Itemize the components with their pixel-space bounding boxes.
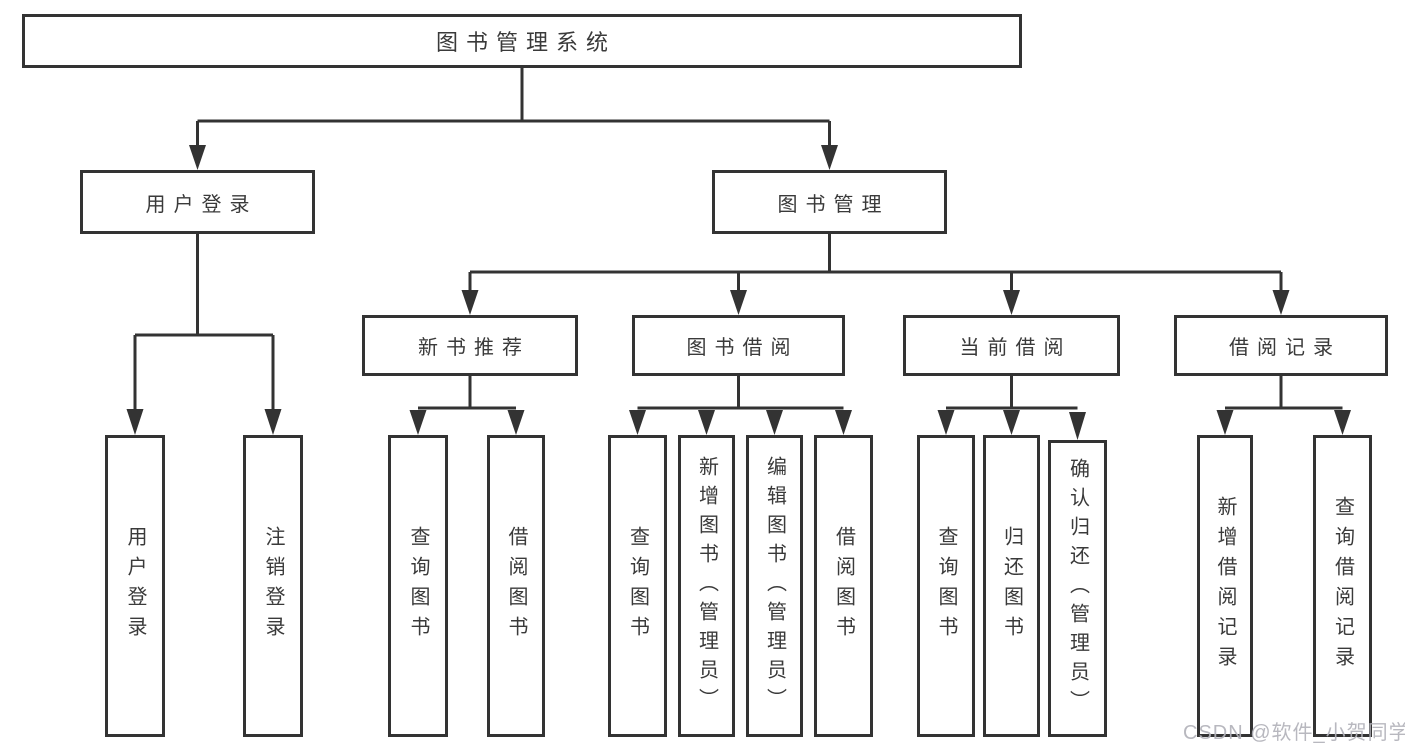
leaf-borrow-borrow-books: 借阅图书 <box>814 435 873 737</box>
leaf-logout-login: 注销登录 <box>243 435 303 737</box>
arrowhead-icons <box>126 145 1351 440</box>
leaf-current-query-books: 查询图书 <box>917 435 975 737</box>
leaf-borrow-add-books-admin: 新增图书（管理员） <box>678 435 735 737</box>
node-label: 新书推荐 <box>418 337 530 359</box>
node-label: 借阅图书 <box>832 526 855 646</box>
node-root: 图书管理系统 <box>22 14 1022 68</box>
node-label: 确认归还（管理员） <box>1066 458 1089 719</box>
node-book-borrow: 图书借阅 <box>632 315 845 376</box>
node-label: 编辑图书（管理员） <box>763 455 786 717</box>
leaf-current-confirm-return-admin: 确认归还（管理员） <box>1048 440 1107 737</box>
node-user-login: 用户登录 <box>80 170 315 234</box>
node-label: 查询图书 <box>935 526 957 646</box>
node-label: 查询图书 <box>626 526 649 646</box>
node-label: 图书借阅 <box>686 337 799 359</box>
leaf-user-login: 用户登录 <box>105 435 165 737</box>
node-label: 注销登录 <box>262 526 284 646</box>
node-label: 归还图书 <box>1000 526 1023 646</box>
node-label: 借阅图书 <box>505 526 527 646</box>
leaf-borrow-query-books: 查询图书 <box>608 435 667 737</box>
node-borrow-records: 借阅记录 <box>1174 315 1388 376</box>
node-label: 图书管理系统 <box>435 30 616 55</box>
node-book-management: 图书管理 <box>712 170 947 234</box>
leaf-records-add-record: 新增借阅记录 <box>1197 435 1253 737</box>
node-label: 用户登录 <box>145 193 258 216</box>
csdn-watermark: CSDN @软件_小贺同学 <box>1183 722 1405 744</box>
node-new-book-recommend: 新书推荐 <box>362 315 578 376</box>
node-label: 借阅记录 <box>1229 337 1341 359</box>
leaf-records-query-record: 查询借阅记录 <box>1313 435 1372 737</box>
node-label: 新增借阅记录 <box>1214 496 1236 676</box>
node-label: 查询图书 <box>407 526 429 646</box>
leaf-borrow-edit-books-admin: 编辑图书（管理员） <box>746 435 803 737</box>
node-current-borrow: 当前借阅 <box>903 315 1120 376</box>
leaf-newrec-query-books: 查询图书 <box>388 435 448 737</box>
node-label: 用户登录 <box>124 526 146 646</box>
connector-paths <box>133 68 1343 413</box>
leaf-newrec-borrow-books: 借阅图书 <box>487 435 545 737</box>
node-label: 新增图书（管理员） <box>695 455 718 717</box>
node-label: 当前借阅 <box>959 337 1072 359</box>
node-label: 查询借阅记录 <box>1331 496 1354 676</box>
node-label: 图书管理 <box>777 193 890 216</box>
leaf-current-return-books: 归还图书 <box>983 435 1040 737</box>
